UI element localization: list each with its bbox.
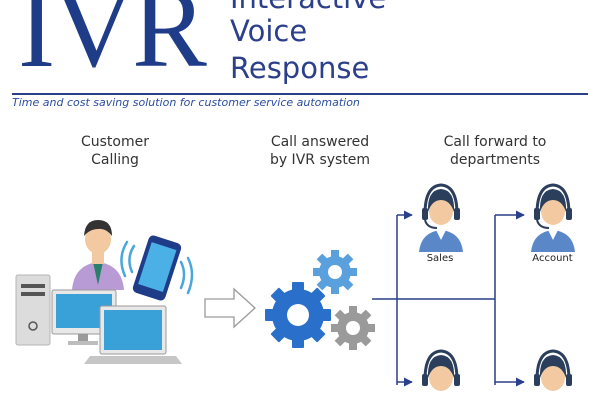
step-3-line-2: departments — [449, 152, 541, 168]
step-1-line-2: Calling — [91, 152, 139, 168]
pc-tower-icon — [15, 274, 51, 346]
step-call-answered: Call answered by IVR system — [255, 133, 385, 169]
gears-icon — [265, 250, 375, 350]
title-line-3: Response — [230, 51, 370, 85]
large-gear-icon — [265, 282, 331, 348]
customer-person-icon — [72, 220, 124, 290]
step-3-line-1: Call forward to — [443, 134, 547, 150]
operator-sales-icon — [419, 183, 463, 252]
monitor-icon — [51, 289, 117, 345]
step-2-line-1: Call answered — [270, 134, 370, 150]
step-call-forward: Call forward to departments — [425, 133, 565, 169]
laptop-icon — [84, 305, 182, 364]
step-customer-calling: Customer Calling — [65, 133, 165, 169]
ivr-logo: IVR — [18, 0, 207, 91]
department-label-sales: Sales — [426, 253, 454, 264]
department-label-account: Account — [532, 253, 573, 264]
light-gear-icon — [313, 250, 357, 294]
routing-connectors — [372, 210, 525, 387]
tagline: Time and cost saving solution for custom… — [12, 96, 360, 109]
title-line-1: Interactive — [230, 0, 386, 15]
operator-bottom-left-icon — [422, 349, 460, 391]
step-1-line-1: Customer — [80, 134, 149, 150]
gray-gear-icon — [331, 306, 375, 350]
step-2-line-2: by IVR system — [269, 152, 371, 168]
title-line-2: Voice — [230, 14, 308, 48]
customer-illustration — [15, 220, 194, 364]
mobile-phone-icon — [132, 235, 182, 301]
operator-account-icon — [531, 183, 575, 252]
header-divider — [12, 93, 588, 95]
flow-arrow-icon — [204, 287, 256, 329]
operator-bottom-right-icon — [534, 349, 572, 391]
signal-waves-icon — [120, 240, 194, 295]
